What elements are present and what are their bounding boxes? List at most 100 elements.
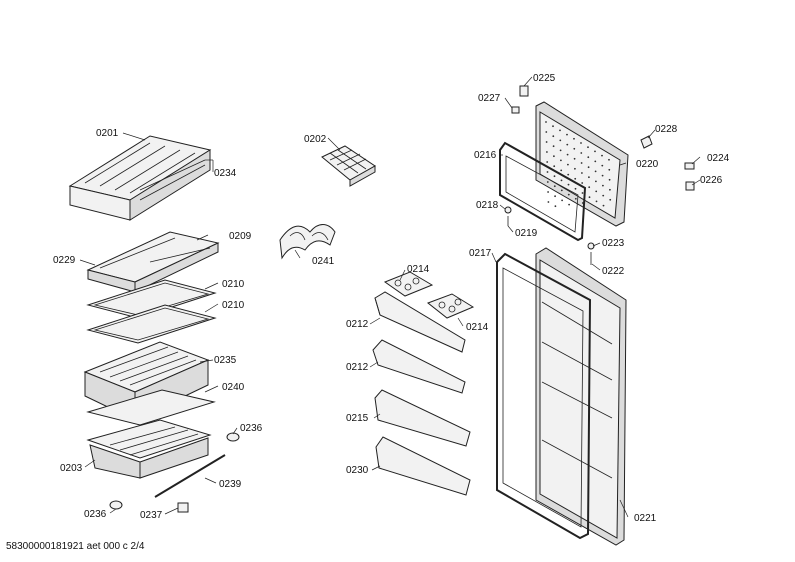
label-0230: 0230 <box>346 465 369 476</box>
label-0240: 0240 <box>222 382 245 393</box>
dimple-dot <box>553 185 556 188</box>
part-0223-bush <box>587 242 595 250</box>
label-0210-upper: 0210 <box>222 279 245 290</box>
label-0234: 0234 <box>214 168 237 179</box>
label-0237: 0237 <box>140 510 163 521</box>
part-0224-cap <box>684 162 695 170</box>
dimple-dot <box>553 155 555 158</box>
label-0239: 0239 <box>219 479 242 490</box>
dimple-dot <box>587 156 590 159</box>
label-0210-lower: 0210 <box>222 300 245 311</box>
dimple-dot <box>581 192 584 194</box>
label-0236-lower: 0236 <box>84 509 107 520</box>
dimple-dot <box>546 171 549 173</box>
dimple-dot <box>567 173 570 176</box>
dimple-dot <box>580 152 583 154</box>
dimple-dot <box>574 197 577 200</box>
dimple-dot <box>602 204 605 207</box>
dimple-dot <box>566 153 569 156</box>
dimple-dot <box>559 149 562 152</box>
dimple-dot <box>560 169 563 172</box>
dimple-dot <box>545 121 547 123</box>
label-0214-upper: 0214 <box>407 264 430 275</box>
dimple-dot <box>546 151 548 153</box>
dimple-dot <box>594 170 597 173</box>
dimple-dot <box>573 157 576 160</box>
label-0222: 0222 <box>602 266 625 277</box>
dimple-dot <box>559 129 561 132</box>
part-0210-glass-shelf-lower <box>86 304 217 344</box>
dimple-dot <box>560 179 563 182</box>
dimple-dot <box>574 187 577 190</box>
dimple-dot <box>594 150 596 153</box>
dimple-dot <box>573 137 575 140</box>
part-0201-freezer-tray <box>68 135 212 221</box>
label-0214-lower: 0214 <box>466 322 489 333</box>
label-0215: 0215 <box>346 413 369 424</box>
dimple-dot <box>561 199 563 202</box>
dimple-dot <box>566 143 569 146</box>
dimple-dot <box>609 198 612 201</box>
dimple-dot <box>602 194 605 197</box>
label-0235: 0235 <box>214 355 237 366</box>
part-0226-cap <box>685 181 695 191</box>
dimple-dot <box>587 146 589 149</box>
door-inner-dimples <box>545 121 612 208</box>
part-0214-egg-tray-lower <box>426 293 475 319</box>
dimple-dot <box>609 188 611 191</box>
dimple-dot <box>554 195 556 198</box>
label-0202: 0202 <box>304 134 327 145</box>
dimple-dot <box>547 191 549 193</box>
part-0237-clip <box>177 502 189 513</box>
label-0217: 0217 <box>469 248 492 259</box>
document-reference: 58300000181921 aet 000 c 2/4 <box>6 541 145 552</box>
dimple-dot <box>581 172 583 174</box>
dimple-dot <box>545 131 548 133</box>
part-0236-foot-upper <box>226 432 240 442</box>
dimple-dot <box>595 190 598 193</box>
dimple-dot <box>559 139 562 142</box>
dimple-dot <box>553 175 556 178</box>
dimple-dot <box>552 125 554 128</box>
dimple-dot <box>588 176 590 179</box>
part-0210-glass-shelf-upper <box>86 279 217 319</box>
part-labels: 0201 0234 0202 0229 0209 0241 0210 0210 … <box>53 73 730 524</box>
dimple-dot <box>601 174 604 177</box>
part-0240-glass-plate <box>86 389 216 426</box>
label-0227: 0227 <box>478 93 501 104</box>
label-0212-upper: 0212 <box>346 319 369 330</box>
part-0225-hinge-cap <box>519 85 529 97</box>
part-0203-crisper-drawer <box>86 419 212 479</box>
label-0221: 0221 <box>634 513 657 524</box>
part-0227-hinge-pin <box>511 106 520 114</box>
dimple-dot <box>608 168 611 171</box>
part-0228-hinge-bracket <box>640 135 653 149</box>
dimple-dot <box>587 166 590 169</box>
dimple-dot <box>567 193 570 196</box>
dimple-dot <box>547 201 550 203</box>
part-0209-shelf-frame <box>86 231 220 293</box>
part-0236-foot-lower <box>109 500 123 510</box>
dimple-dot <box>581 182 584 184</box>
dimple-dot <box>580 142 582 144</box>
leader-lines <box>79 76 701 518</box>
dimple-dot <box>560 189 563 192</box>
part-0212-door-shelf-upper <box>374 291 466 353</box>
part-0221-fridge-door <box>535 247 627 546</box>
dimple-dot <box>568 203 570 206</box>
label-0209: 0209 <box>229 231 252 242</box>
label-0228: 0228 <box>655 124 678 135</box>
dimple-dot <box>608 178 611 181</box>
part-0216-freezer-gasket <box>499 141 587 242</box>
label-0226: 0226 <box>700 175 723 186</box>
label-0201: 0201 <box>96 128 119 139</box>
label-0223: 0223 <box>602 238 625 249</box>
dimple-dot <box>552 135 555 138</box>
dimple-dot <box>595 180 597 183</box>
dimple-dot <box>573 147 576 150</box>
dimple-dot <box>567 163 569 166</box>
part-0217-fridge-gasket <box>496 252 592 540</box>
label-0229: 0229 <box>53 255 76 266</box>
dimple-dot <box>574 177 577 180</box>
